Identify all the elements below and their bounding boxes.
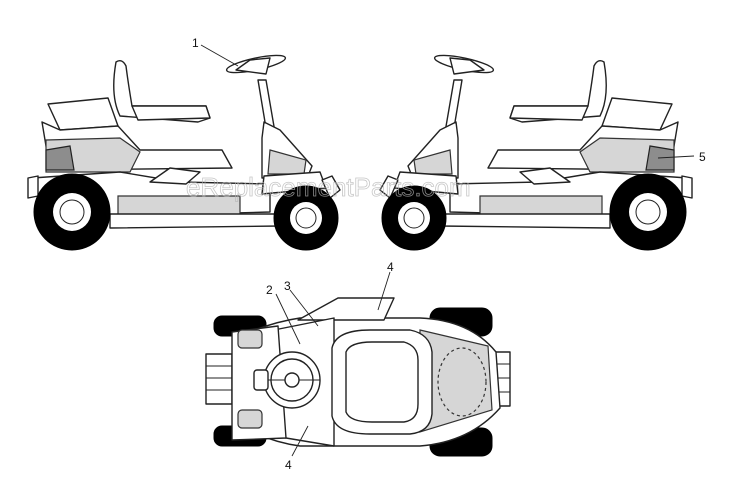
callout-5: 5 [699,150,706,164]
callout-1: 1 [192,36,199,50]
callout-4-bottom: 4 [285,458,292,472]
watermark: eReplacementParts.com [186,172,471,202]
leader-line-2 [275,293,301,345]
mower-left-side-view [27,54,341,251]
leader-line-4-top [377,271,391,311]
leader-line-5 [657,155,695,159]
callout-4-top: 4 [387,260,394,274]
leader-line-1 [200,44,239,67]
callouts: 1 5 4 2 3 4 [192,36,706,472]
mower-right-side-view [379,54,693,251]
callout-2: 2 [266,283,273,297]
mower-top-view [205,297,511,457]
leader-line-3 [289,289,319,327]
leader-line-4-bottom [291,425,309,457]
callout-3: 3 [284,279,291,293]
